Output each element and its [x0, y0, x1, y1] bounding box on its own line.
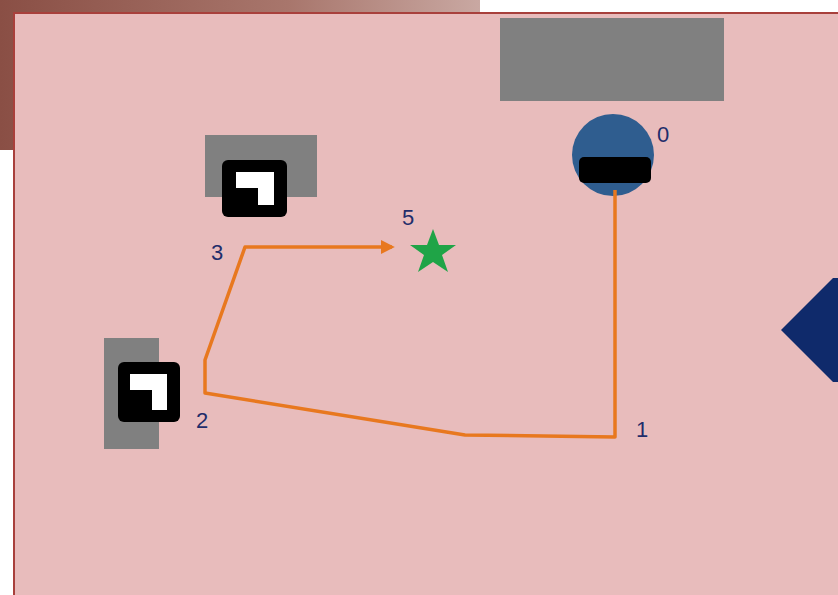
direction-arrow [781, 278, 838, 382]
obstacle [500, 18, 724, 101]
callout-number: 3 [211, 242, 223, 264]
room-floor [14, 13, 838, 595]
goal-star [410, 229, 456, 272]
fiducial-marker [222, 160, 287, 217]
robot-path [205, 190, 615, 437]
callout-number: 1 [636, 419, 648, 441]
fiducial-marker [118, 362, 180, 422]
callout-number: 5 [402, 207, 414, 229]
callout-number: 0 [657, 124, 669, 146]
robot [572, 114, 654, 196]
callout-number: 2 [196, 410, 208, 432]
